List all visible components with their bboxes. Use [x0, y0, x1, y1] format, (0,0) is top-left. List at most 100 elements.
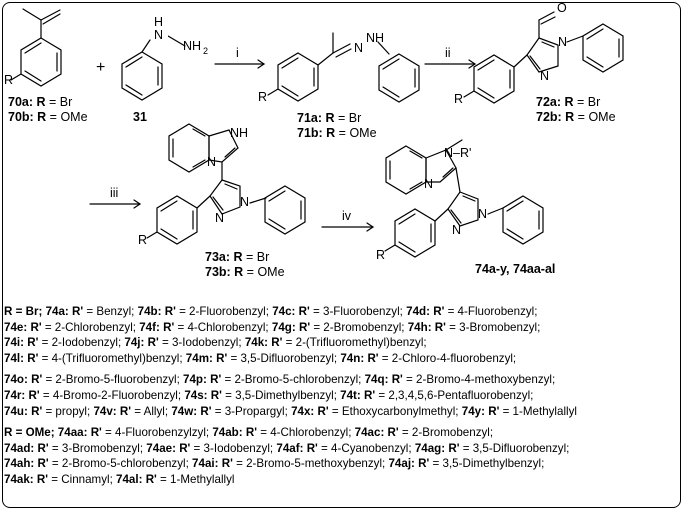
legend-substituent: = 3-Bromobenzyl; — [445, 320, 541, 334]
legend-substituent: = Cinnamyl; — [48, 472, 117, 486]
legend-substituent: = 4-Cyanobenzyl; — [317, 441, 415, 455]
legend-rprime: R' — [30, 320, 42, 334]
legend-rprime: R' — [200, 404, 212, 418]
legend-compound-id: 74s: — [184, 388, 208, 402]
legend-compound-id: 74n: — [340, 351, 365, 365]
legend-compound-id: 74aa: — [57, 426, 88, 440]
legend-rprime: R' — [164, 305, 176, 318]
legend-compound-id: 74m: — [185, 351, 213, 365]
legend-substituent: = 3-Propargyl; — [211, 404, 292, 418]
label-71a: 71a: R = Br — [297, 111, 361, 125]
label-70b: 70b: R = OMe — [8, 110, 88, 124]
step-iii: iii — [110, 186, 118, 200]
structure-71 — [267, 32, 420, 103]
legend-substituent: = Benzyl; — [83, 305, 138, 318]
plus-sign: + — [96, 59, 105, 76]
atom-nh-73: NH — [230, 126, 248, 140]
legend-compound-id: 74p: — [183, 373, 207, 387]
legend-compound-id: 74f: — [139, 320, 160, 334]
legend-substituent: = 2-(Trifluoromethyl)benzyl; — [282, 336, 427, 350]
legend-rprime: R' — [179, 441, 191, 455]
legend-rprime: R' — [147, 336, 159, 350]
legend-compound-id: 74h: — [407, 320, 432, 334]
legend-line: 74ah: R' = 2-Bromo-5-chlorobenzyl; 74ai:… — [4, 456, 684, 472]
legend-substituent: = 4-Chlorobenzyl; — [174, 320, 272, 334]
reaction-scheme: N H NH 2 R N NH R O N N R N NH N N R N N… — [4, 1, 624, 279]
legend-rprime: R' — [298, 320, 311, 334]
legend-compound-id: 74j: — [124, 336, 145, 350]
atom-nr-74: N–R' — [444, 146, 471, 160]
legend-rprime: R' — [31, 404, 43, 418]
scheme-frame — [2, 2, 681, 508]
structure-74 — [384, 139, 544, 258]
legend-substituent: = 4-Bromo-2-Fluorobenzyl; — [39, 388, 185, 402]
legend-line: 74ad: R' = 3-Bromobenzyl; 74ae: R' = 3-I… — [4, 441, 684, 457]
legend-rprime: R' — [36, 472, 49, 486]
atom-r-74: R — [376, 248, 385, 262]
atom-r-70: R — [4, 73, 13, 87]
structure-70 — [10, 8, 62, 87]
label-72a: 72a: R = Br — [536, 95, 600, 109]
legend-compound-id: 74ai: — [192, 457, 219, 471]
legend-line: 74l: R' = 4-(Trifluoromethyl)benzyl; 74m… — [4, 351, 684, 367]
legend-compound-id: 74ac: — [354, 426, 385, 440]
legend-compound-id: 74k: — [244, 336, 269, 350]
legend-substituent: = 3-Iodobenzyl; — [190, 441, 277, 455]
legend-rprime: R' — [27, 351, 39, 365]
legend-substituent: = 1-Methylallyl — [156, 472, 235, 486]
legend-substituent: = 2-Bromo-5-fluorobenzyl; — [42, 373, 184, 387]
legend-compound-id: 74ae: — [146, 441, 176, 455]
legend-rprime: R' — [119, 404, 132, 418]
legend-compound-id: 74v: — [93, 404, 117, 418]
legend-substituent: = 3,5-Dimethylbenzyl; — [429, 457, 545, 471]
legend-compound-id: 74g: — [271, 320, 296, 334]
legend-line: 74i: R' = 2-Iodobenzyl; 74j: R' = 3-Iodo… — [4, 335, 684, 351]
legend-rprime: R' — [145, 472, 157, 486]
legend-compound-id: 74d: — [406, 305, 430, 318]
legend-rprime: R' — [27, 336, 39, 350]
atom-n-74a: N — [424, 177, 433, 191]
legend-compound-id: 74ab: — [212, 426, 243, 440]
atom-n1-73: N — [240, 195, 249, 209]
legend-rprime: R' — [306, 441, 318, 455]
atom-n1-74: N — [478, 207, 487, 221]
legend-compound-id: 74b: — [137, 305, 162, 318]
atom-r-72: R — [454, 92, 463, 106]
legend-rprime: R' — [298, 305, 310, 318]
legend-line: R = OMe; 74aa: R' = 4-Fluorobenzylzyl; 7… — [4, 425, 684, 441]
legend-substituent: = 2-Fluorobenzyl; — [175, 305, 273, 318]
legend-substituent: = 2-Bromo-5-chlorobenzyl; — [48, 457, 193, 471]
legend-compound-id: 74t: — [340, 388, 361, 402]
legend-compound-id: 74al: — [116, 472, 143, 486]
legend-substituent: = 2-Iodobenzyl; — [38, 336, 125, 350]
legend-compound-id: 74y: — [461, 404, 485, 418]
legend-rprime: R' — [271, 336, 283, 350]
legend-line: 74o: R' = 2-Bromo-5-fluorobenzyl; 74p: R… — [4, 372, 684, 388]
step-i: i — [236, 46, 239, 60]
legend-line: R = Br; 74a: R' = Benzyl; 74b: R' = 2-Fl… — [4, 304, 684, 320]
label-31: 31 — [133, 110, 147, 124]
legend-substituent: = 2-Bromobenzyl; — [310, 320, 408, 334]
legend-rprime: R' — [434, 320, 446, 334]
atom-nh-71: NH — [366, 31, 384, 45]
legend-rprime: R' — [31, 373, 43, 387]
atom-r-73: R — [138, 233, 147, 247]
legend-substituent: = 3-Bromobenzyl; — [48, 441, 147, 455]
legend-rprime: R' — [221, 457, 233, 471]
legend-compound-id: 74af: — [276, 441, 304, 455]
legend-substituent: = 3,5-Difluorobenzyl; — [459, 441, 570, 455]
structure-73 — [146, 123, 306, 245]
legend-substituent: = 2,3,4,5,6-Pentafluorobenzyl; — [375, 388, 534, 402]
legend-compound-id: 74w: — [171, 404, 198, 418]
legend-rprime: R' — [433, 305, 445, 318]
legend-compound-id: R = Br; — [4, 305, 46, 318]
label-70a: 70a: R = Br — [8, 95, 72, 109]
atom-h-31: H — [154, 15, 163, 29]
legend-substituent: = 4-Fluorobenzylzyl; — [101, 426, 213, 440]
legend-substituent: = 2-Bromobenzyl; — [398, 426, 494, 440]
legend-substituent: = 3,5-Dimethylbenzyl; — [221, 388, 341, 402]
legend-substituent: = 4-(Trifluoromethyl)benzyl; — [38, 351, 186, 365]
legend-compound-id: 74ah: — [4, 457, 35, 471]
label-71b: 71b: R = OMe — [297, 126, 377, 140]
legend-compound-id: 74ad: — [4, 441, 35, 455]
